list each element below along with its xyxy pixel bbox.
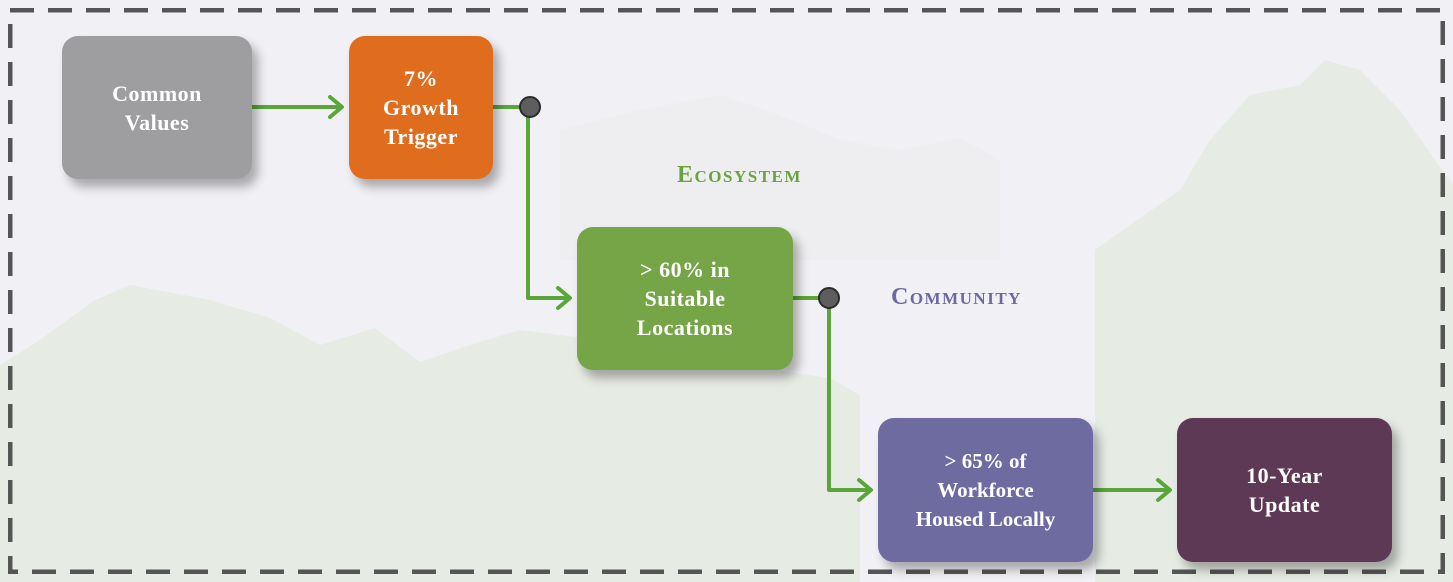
connector-suitable-to-workforce: [791, 296, 871, 492]
dashed-frame: [8, 8, 1445, 574]
junction-dot-suitable: [818, 287, 840, 309]
junction-dot-growth: [519, 96, 541, 118]
ten-year-update-box: 10-Year Update: [1177, 418, 1392, 562]
growth-trigger-box: 7% Growth Trigger: [349, 36, 493, 179]
suitable-locations-box: > 60% in Suitable Locations: [577, 227, 793, 370]
common-values-box: Common Values: [62, 36, 252, 179]
ecosystem-label: Ecosystem: [677, 162, 802, 188]
workforce-housed-box: > 65% of Workforce Housed Locally: [878, 418, 1093, 562]
connector-growth-to-suitable: [491, 105, 570, 300]
community-label: Community: [891, 284, 1022, 310]
